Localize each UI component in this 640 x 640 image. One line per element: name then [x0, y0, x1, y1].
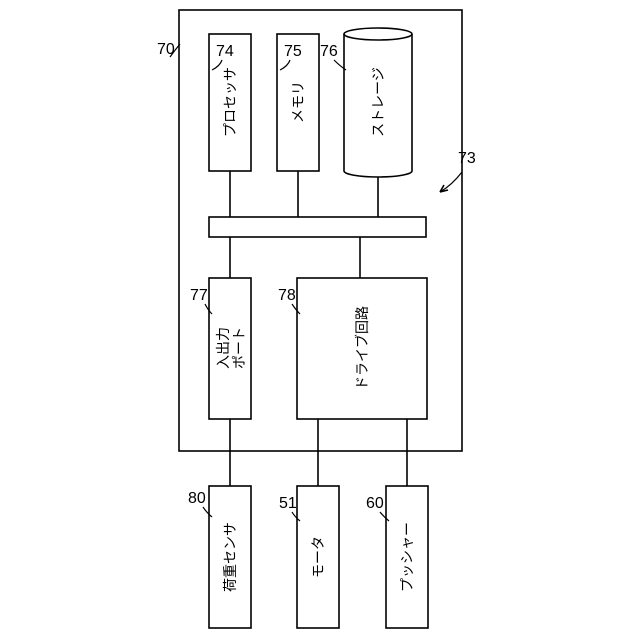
pusher-label: プッシャー [400, 522, 416, 592]
ref-75: 75 [284, 43, 302, 60]
ref-74: 74 [216, 43, 234, 60]
ref-76: 76 [320, 43, 338, 60]
ref-78: 78 [278, 287, 296, 304]
memory-label: メモリ [291, 81, 307, 123]
bus-bar [209, 217, 426, 237]
processor-label: プロセッサ [223, 67, 239, 137]
ref-80: 80 [188, 490, 206, 507]
ref-77: 77 [190, 287, 208, 304]
load-sensor-label: 荷重センサ [223, 522, 239, 592]
io-port-label-line1: 入出力 [216, 327, 232, 369]
ref-70: 70 [157, 41, 175, 58]
ref-51: 51 [279, 495, 297, 512]
storage-label: ストレージ [371, 67, 387, 137]
ref-60: 60 [366, 495, 384, 512]
ref-73: 73 [458, 150, 476, 167]
io-port-label-line2: ポート [232, 327, 248, 369]
drive-circuit-label: ドライブ回路 [354, 306, 371, 390]
motor-label: モータ [311, 536, 327, 578]
